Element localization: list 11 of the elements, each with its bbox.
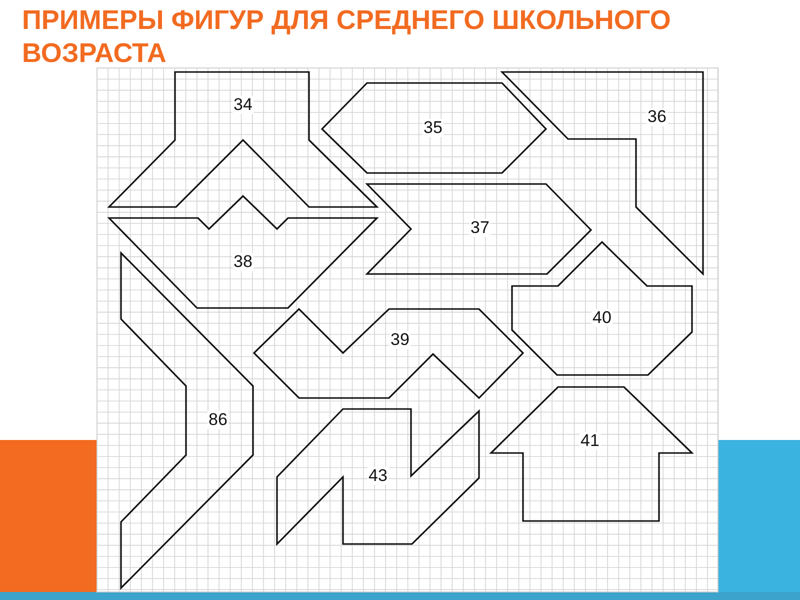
figure-number: 39 <box>390 331 410 349</box>
figure-number: 86 <box>208 411 228 429</box>
slide-title: ПРИМЕРЫ ФИГУР ДЛЯ СРЕДНЕГО ШКОЛЬНОГО ВОЗРАСТА <box>22 4 672 70</box>
figure-number: 37 <box>470 219 490 237</box>
figure-number: 40 <box>592 309 612 327</box>
figure-number: 36 <box>646 108 668 126</box>
figure-number: 34 <box>232 96 254 114</box>
figure-number: 35 <box>422 119 444 137</box>
figure-number: 43 <box>368 467 388 485</box>
figure-number: 38 <box>232 253 254 271</box>
figure-number: 41 <box>580 432 600 450</box>
